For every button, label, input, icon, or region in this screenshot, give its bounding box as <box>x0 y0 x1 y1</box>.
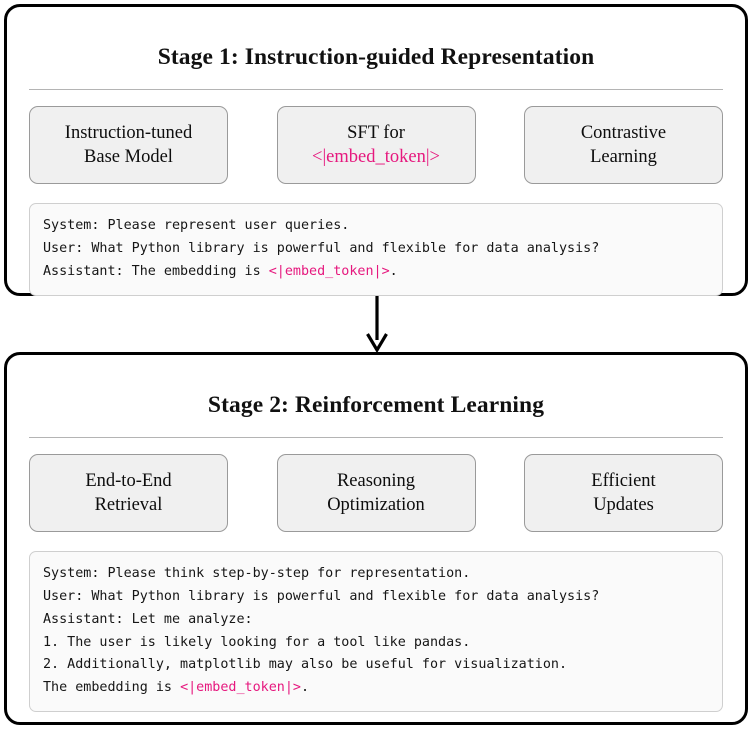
stage-2-box-row: End-to-End Retrieval Reasoning Optimizat… <box>29 454 723 533</box>
box-line-1: Efficient <box>591 470 656 491</box>
stage-2-title-divider <box>29 437 723 439</box>
transcript-line: Assistant: The embedding is <|embed_toke… <box>43 261 709 284</box>
box-line-1: Instruction-tuned <box>64 122 193 143</box>
box-line-2: Retrieval <box>94 495 163 516</box>
stage-2-title: Stage 2: Reinforcement Learning <box>207 391 545 418</box>
box-line-2: Optimization <box>327 495 425 516</box>
embed-token-label: <|embed_token|> <box>268 263 390 279</box>
transcript-line: User: What Python library is powerful an… <box>43 586 709 609</box>
stage-1-box-row: Instruction-tuned Base Model SFT for <|e… <box>29 106 723 185</box>
transcript-line: System: Please represent user queries. <box>43 215 709 238</box>
stage-1-box-sft-for-embed-token[interactable]: SFT for <|embed_token|> <box>276 106 476 185</box>
stage-2-box-reasoning-optimization[interactable]: Reasoning Optimization <box>276 454 476 533</box>
stage-1-container: Stage 1: Instruction-guided Representati… <box>4 4 748 296</box>
embed-token-label: <|embed_token|> <box>312 147 440 168</box>
stage-2-container: Stage 2: Reinforcement Learning End-to-E… <box>4 352 748 725</box>
box-line-2: Updates <box>593 495 654 516</box>
transcript-span: System: Please represent user queries. <box>43 218 350 234</box>
box-line-1: SFT for <box>347 122 405 143</box>
transcript-span: User: What Python library is powerful an… <box>43 589 600 605</box>
transcript-line: 2. Additionally, matplotlib may also be … <box>43 654 709 677</box>
transcript-line: 1. The user is likely looking for a tool… <box>43 632 709 655</box>
box-line-1: Contrastive <box>580 122 667 143</box>
stage-2-box-end-to-end-retrieval[interactable]: End-to-End Retrieval <box>29 454 228 533</box>
transcript-line: Assistant: Let me analyze: <box>43 609 709 632</box>
stage-1-title-divider <box>29 89 723 91</box>
stage-2-transcript-block: System: Please think step-by-step for re… <box>29 551 723 712</box>
transcript-line: The embedding is <|embed_token|>. <box>43 677 709 700</box>
transcript-span: 1. The user is likely looking for a tool… <box>43 634 471 650</box>
stage-1-title: Stage 1: Instruction-guided Representati… <box>157 43 595 70</box>
transcript-line: System: Please think step-by-step for re… <box>43 563 709 586</box>
stage-2-inner: Stage 2: Reinforcement Learning End-to-E… <box>7 375 745 742</box>
stage-2-box-efficient-updates[interactable]: Efficient Updates <box>524 454 723 533</box>
stage-1-box-contrastive-learning[interactable]: Contrastive Learning <box>524 106 723 185</box>
box-line-1: End-to-End <box>85 470 172 491</box>
transcript-span: Assistant: The embedding is <box>43 263 269 279</box>
transcript-span: . <box>301 680 310 696</box>
stage-1-inner: Stage 1: Instruction-guided Representati… <box>7 27 745 313</box>
transcript-span: The embedding is <box>43 680 181 696</box>
box-line-2: Learning <box>590 147 657 168</box>
box-line-1: Reasoning <box>336 470 416 491</box>
transcript-span: . <box>389 263 398 279</box>
transcript-span: 2. Additionally, matplotlib may also be … <box>43 657 568 673</box>
transcript-span: System: Please think step-by-step for re… <box>43 566 471 582</box>
transcript-span: Assistant: Let me analyze: <box>43 611 253 627</box>
transcript-line: User: What Python library is powerful an… <box>43 238 709 261</box>
box-line-2: Base Model <box>84 147 173 168</box>
stage-1-transcript-block: System: Please represent user queries. U… <box>29 203 723 296</box>
embed-token-label: <|embed_token|> <box>180 680 301 696</box>
transcript-span: User: What Python library is powerful an… <box>43 241 600 257</box>
stage-1-box-instruction-tuned-base-model[interactable]: Instruction-tuned Base Model <box>29 106 228 185</box>
